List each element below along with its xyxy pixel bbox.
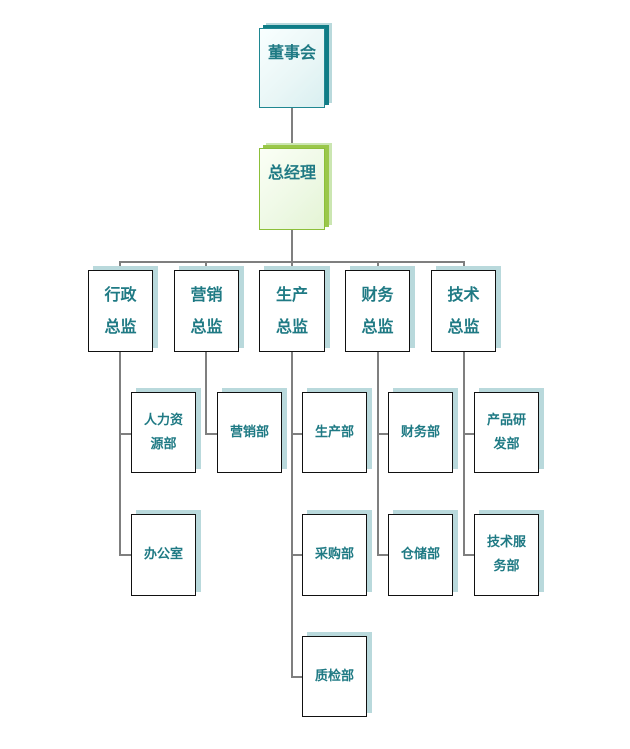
purchasing-department-box: 采购部 (302, 514, 367, 596)
department-line-1: 技术服 (486, 535, 526, 550)
admin-vertical (119, 352, 121, 555)
connector-board-gm (291, 108, 293, 148)
connector-gm-directors (291, 230, 293, 262)
production-director-box: 生产总监 (259, 270, 325, 352)
finance-director-box: 财务总监 (345, 270, 410, 352)
general-manager-box: 总经理 (259, 148, 325, 230)
department-line-1: 人力资 (143, 412, 183, 428)
finance-vertical (377, 352, 379, 555)
department-line-1: 财务部 (400, 424, 440, 440)
marketing-vertical (205, 352, 207, 434)
director-line-1: 营销 (190, 285, 223, 304)
director-line-1: 技术 (447, 285, 480, 304)
director-line-2: 总监 (361, 317, 394, 336)
department-line-1: 办公室 (143, 547, 183, 562)
admin-director-box: 行政总监 (88, 270, 153, 352)
office-box: 办公室 (131, 514, 196, 596)
department-line-2: 源部 (150, 436, 177, 452)
director-line-2: 总监 (104, 317, 137, 336)
board-box: 董事会 (259, 28, 325, 108)
technology-branch-1 (463, 433, 475, 435)
department-line-1: 产品研 (486, 412, 526, 428)
marketing-department-box: 营销部 (217, 392, 282, 473)
general-manager-label: 总经理 (267, 163, 316, 182)
quality-inspection-box: 质检部 (302, 636, 367, 717)
director-line-1: 财务 (361, 285, 394, 304)
production-department-box: 生产部 (302, 392, 367, 473)
department-line-1: 仓储部 (400, 547, 440, 562)
technology-vertical (463, 352, 465, 555)
production-branch-3 (291, 676, 303, 678)
warehouse-department-box: 仓储部 (388, 514, 453, 596)
admin-hr-branch (119, 433, 132, 435)
department-line-1: 营销部 (229, 424, 269, 440)
admin-office-branch (119, 554, 132, 556)
department-line-2: 发部 (493, 436, 520, 452)
department-line-1: 采购部 (314, 547, 354, 562)
hr-department-box: 人力资源部 (131, 392, 196, 473)
director-line-2: 总监 (275, 317, 308, 336)
department-line-2: 务部 (493, 559, 520, 574)
technology-director-box: 技术总监 (431, 270, 496, 352)
product-rd-box: 产品研发部 (474, 392, 539, 473)
director-line-1: 行政 (104, 285, 137, 304)
department-line-1: 生产部 (314, 424, 354, 440)
technical-service-box: 技术服务部 (474, 514, 539, 596)
director-line-2: 总监 (447, 317, 480, 336)
marketing-director-box: 营销总监 (174, 270, 239, 352)
production-branch-1 (291, 433, 303, 435)
production-branch-2 (291, 554, 303, 556)
technology-branch-2 (463, 554, 475, 556)
board-label: 董事会 (267, 43, 316, 62)
finance-branch-2 (377, 554, 389, 556)
marketing-branch (205, 433, 218, 435)
director-line-1: 生产 (275, 285, 308, 304)
production-vertical (291, 352, 293, 678)
finance-department-box: 财务部 (388, 392, 453, 473)
finance-branch-1 (377, 433, 389, 435)
department-line-1: 质检部 (314, 668, 354, 684)
director-line-2: 总监 (190, 317, 223, 336)
